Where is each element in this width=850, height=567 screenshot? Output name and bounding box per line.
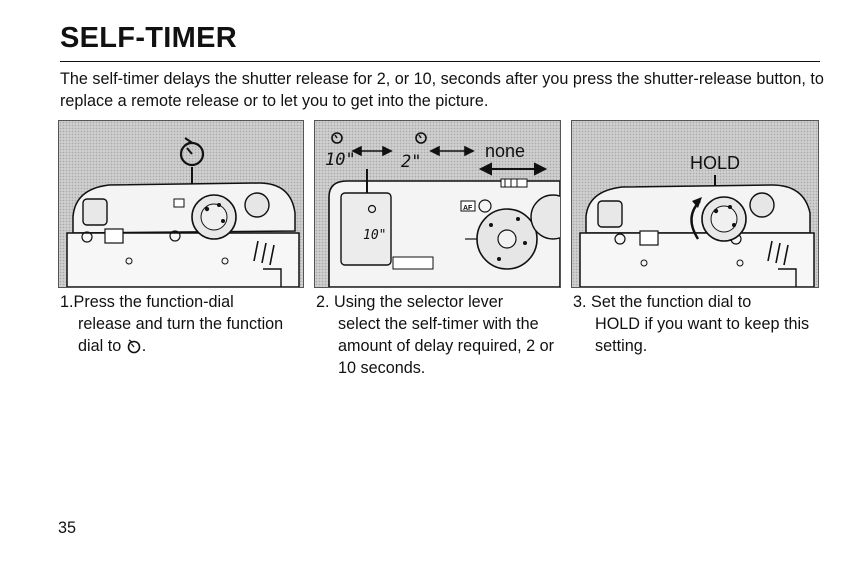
double-arrow-icon (351, 145, 393, 157)
grip-ridges (767, 240, 789, 266)
page-number: 35 (58, 519, 77, 537)
page-title: SELF-TIMER (60, 22, 237, 54)
camera-body (72, 182, 296, 234)
button-icon (81, 231, 93, 243)
label-none: none (485, 141, 525, 161)
figure-function-dial (58, 120, 304, 288)
step-2: 2. Using the selector lever select the s… (316, 291, 556, 379)
lcd-panel (639, 230, 659, 246)
step-text: release and turn the function dial to (78, 315, 284, 355)
intro-paragraph: The self-timer delays the shutter releas… (60, 70, 824, 110)
viewfinder-window (597, 200, 623, 228)
self-timer-icon (179, 137, 205, 167)
film-window (392, 256, 434, 270)
self-timer-icon (127, 339, 141, 354)
svg-text:AF: AF (463, 205, 473, 212)
label-ten-seconds: 10" (325, 150, 356, 170)
viewfinder-window (82, 198, 108, 226)
label-two-seconds: 2" (401, 152, 421, 172)
function-dial (701, 196, 747, 242)
self-timer-icon (331, 132, 343, 144)
step-text-end: . (141, 337, 147, 355)
step-text: Set the function dial to (591, 293, 752, 311)
title-rule (60, 61, 820, 62)
grip-ridges (253, 240, 275, 266)
step-number: 2. (316, 293, 330, 311)
step-text: select the self-timer with the amount of… (338, 315, 554, 377)
lcd-display (340, 192, 392, 266)
function-dial (191, 194, 237, 240)
camera-back (66, 232, 300, 287)
shutter-button (244, 192, 270, 218)
selector-lever (500, 178, 528, 188)
step-text: Press the function-dial (73, 293, 234, 311)
double-arrow-icon (478, 162, 548, 176)
step-text: HOLD if you want to keep this setting. (595, 315, 810, 355)
shutter-button (530, 194, 560, 240)
step-number: 3. (573, 293, 587, 311)
step-number: 1. (60, 293, 74, 311)
function-dial (476, 208, 538, 270)
step-1: 1.Press the function-dial release and tu… (60, 291, 300, 357)
label-hold: HOLD (690, 153, 740, 173)
af-button (460, 200, 476, 212)
step-text: Using the selector lever (334, 293, 504, 311)
shutter-button (749, 192, 775, 218)
figure-selector-lever: 10" 2" none 10" AF (314, 120, 561, 288)
lcd-panel (104, 228, 124, 244)
button-icon (169, 230, 181, 242)
double-arrow-icon (429, 145, 475, 157)
self-timer-icon (415, 132, 427, 144)
step-3: 3. Set the function dial to HOLD if you … (573, 291, 823, 357)
figure-hold-setting: HOLD (571, 120, 819, 288)
lcd-readout: 10" (363, 228, 386, 243)
